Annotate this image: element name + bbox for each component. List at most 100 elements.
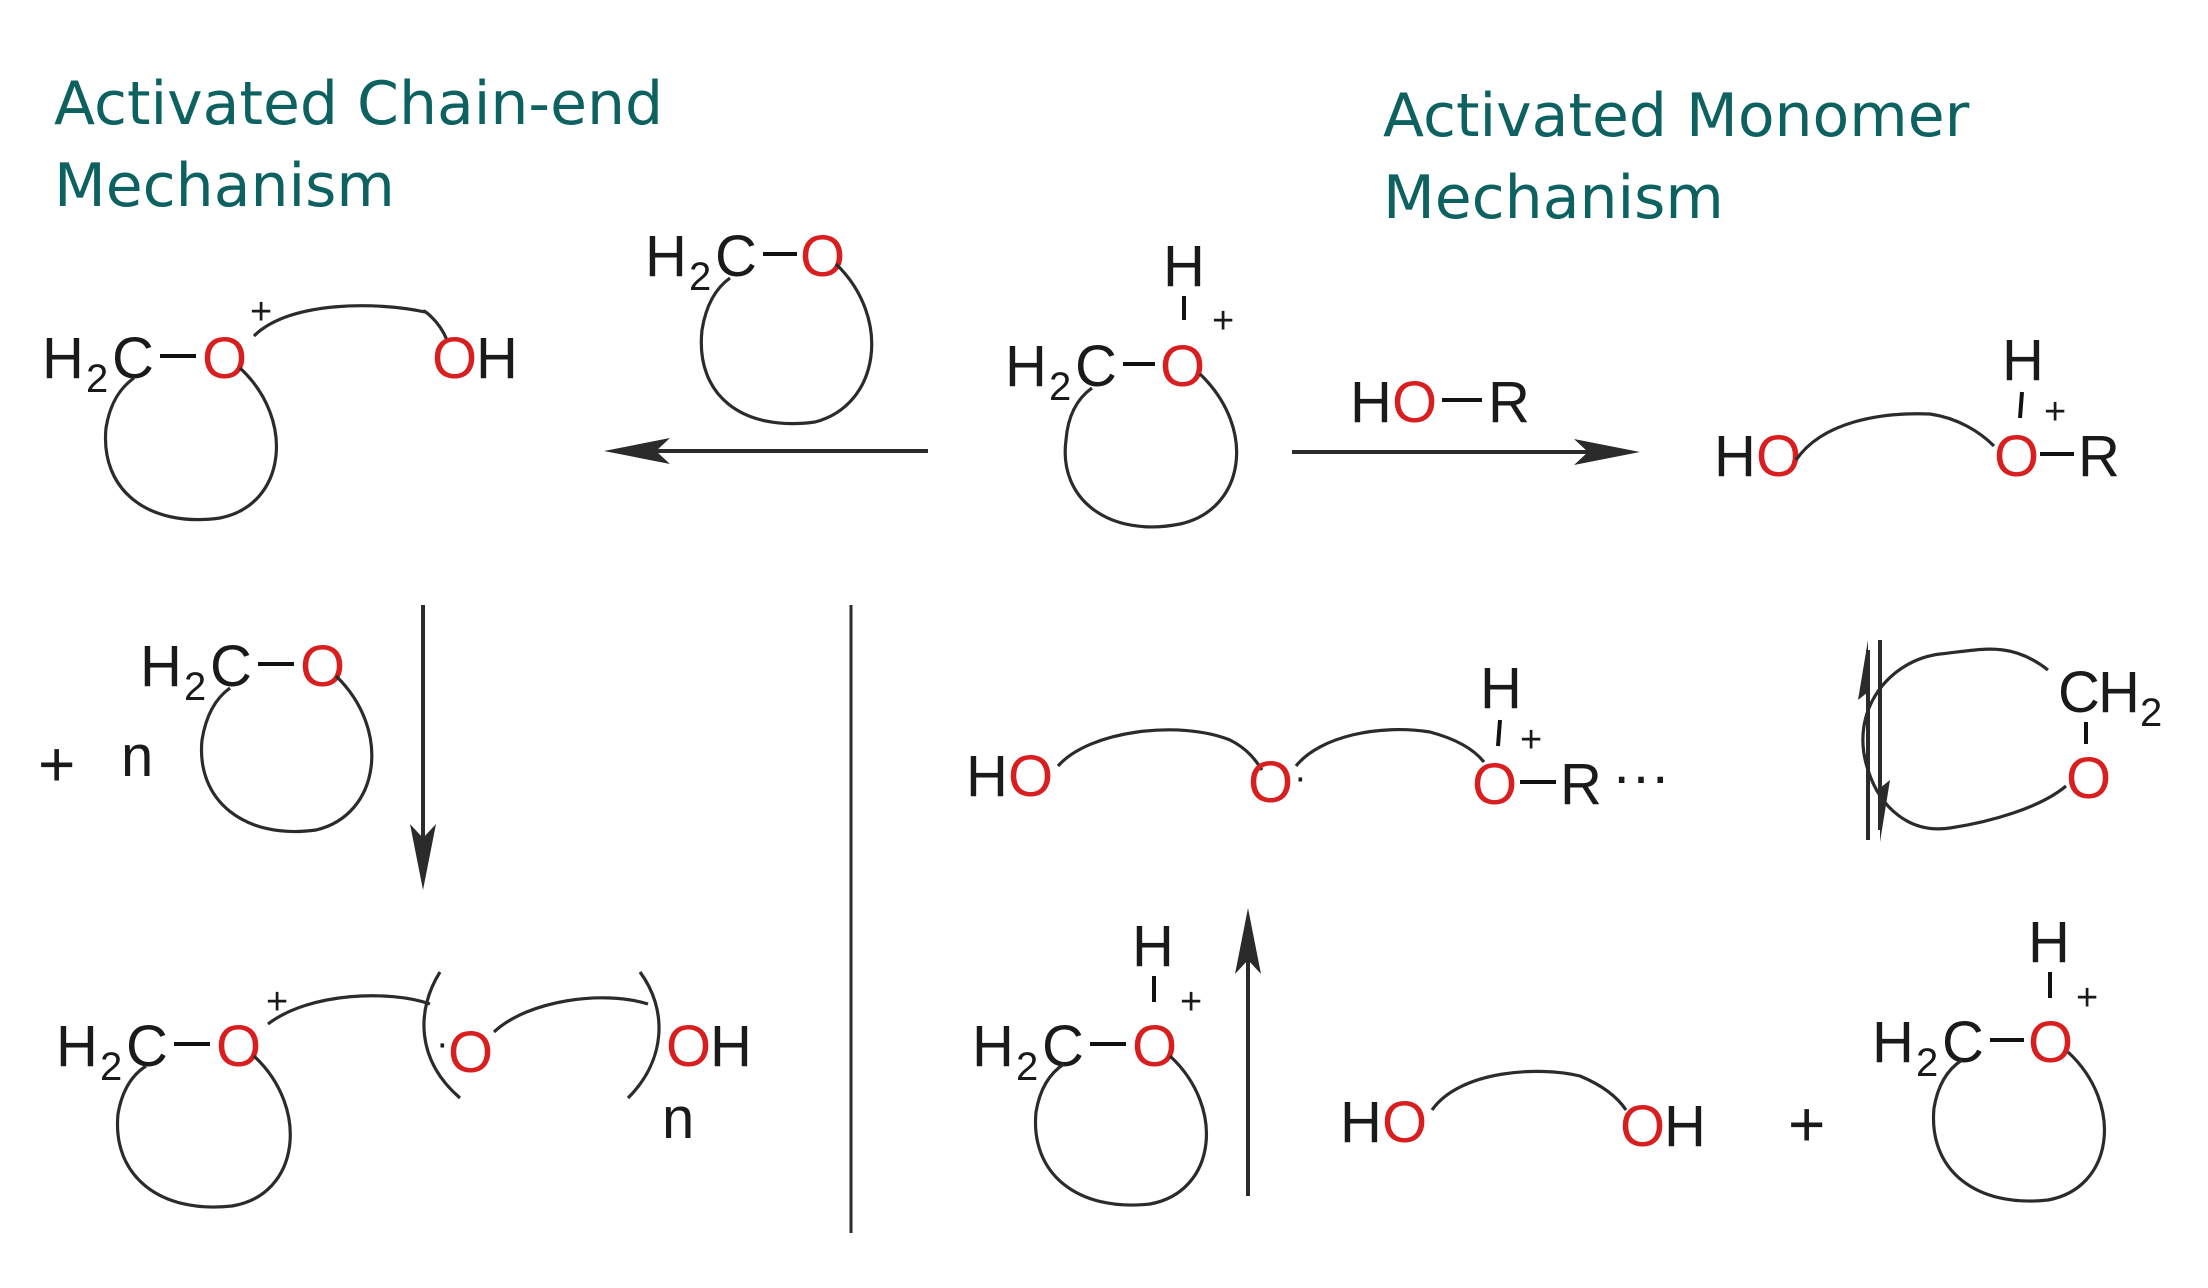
activated-alcohol-top: H O O H + R xyxy=(1714,328,2120,489)
subscript-2: 2 xyxy=(1016,1045,1038,1089)
arrow-head xyxy=(1235,908,1261,974)
protonated-monomer-bottom-left: H 2 C O H + xyxy=(972,914,1209,1207)
atom-h: H xyxy=(1340,1090,1382,1155)
subscript-2: 2 xyxy=(100,1045,122,1089)
atom-o-oxonium: O xyxy=(1994,424,2039,489)
atom-o-repeat: O xyxy=(448,1020,493,1085)
atom-c: C xyxy=(1042,1014,1084,1079)
arrow-down-head xyxy=(1880,780,1890,842)
subscript-2: 2 xyxy=(86,357,108,401)
continuation-dots: ··· xyxy=(1612,744,1670,809)
chain-bond-2 xyxy=(1294,728,1486,768)
bracket-left xyxy=(422,971,462,1100)
atom-o-terminal: O xyxy=(1008,744,1053,809)
atom-o-oxonium: O xyxy=(1472,752,1517,817)
atom-h: H xyxy=(2098,660,2140,725)
subscript-2: 2 xyxy=(2140,691,2162,735)
lone-pair-dot: · xyxy=(1294,757,1307,799)
charge-plus: + xyxy=(2044,391,2066,433)
atom-h: H xyxy=(140,634,182,699)
ring-bond xyxy=(199,674,374,833)
chain-bond xyxy=(1794,412,1996,461)
arrow-to-chain-end xyxy=(604,438,928,464)
atom-c: C xyxy=(1075,334,1117,399)
charge-plus: + xyxy=(2076,977,2098,1019)
atom-o: O xyxy=(2028,1010,2073,1075)
subscript-2: 2 xyxy=(1916,1041,1938,1085)
ring-bond xyxy=(1861,647,2068,831)
protonated-monomer-center: H 2 C O H + xyxy=(1005,234,1239,529)
atom-h: H xyxy=(1005,334,1047,399)
n-monomer-addition: + n H 2 C O xyxy=(38,634,374,833)
ring-bond xyxy=(115,1054,292,1209)
atom-c: C xyxy=(210,634,252,699)
polymer-chain-end: H 2 C O + O · O H n xyxy=(56,971,752,1209)
atom-h: H xyxy=(972,1014,1014,1079)
atom-c: C xyxy=(715,224,757,289)
atom-c: C xyxy=(1942,1010,1984,1075)
repeat-n: n xyxy=(662,1086,694,1151)
charge-plus: + xyxy=(250,291,272,333)
atom-o: O xyxy=(1132,1014,1177,1079)
heading-right-line2: Mechanism xyxy=(1383,163,1724,233)
atom-c: C xyxy=(126,1014,168,1079)
atom-r: R xyxy=(2078,424,2120,489)
heading-activated-chain-end: Activated Chain-end Mechanism xyxy=(54,69,663,221)
bond-o-h xyxy=(2018,391,2024,419)
atom-h-hydroxyl: H xyxy=(476,326,518,391)
atom-o-hydroxyl: O xyxy=(432,326,477,391)
subscript-2: 2 xyxy=(1049,365,1071,409)
repeat-n: n xyxy=(121,724,153,789)
chain-bond-2 xyxy=(492,996,649,1034)
plus-sign: + xyxy=(1788,1088,1825,1160)
atom-o: O xyxy=(1392,370,1437,435)
atom-o: O xyxy=(202,326,247,391)
atom-c: C xyxy=(2058,660,2100,725)
heading-right-line1: Activated Monomer xyxy=(1383,81,1970,151)
ring-bond xyxy=(1063,372,1239,529)
arrow-head xyxy=(410,824,436,890)
arrow-propagation-down xyxy=(410,605,436,890)
atom-h-top: H xyxy=(1132,914,1174,979)
atom-h: H xyxy=(1714,424,1756,489)
chain-end-species-top: H 2 C O + O H xyxy=(42,291,518,522)
atom-r: R xyxy=(1488,370,1530,435)
atom-h-right: H xyxy=(1664,1094,1706,1159)
atom-c: C xyxy=(112,326,154,391)
arrow-chain-growth-up xyxy=(1235,908,1261,1196)
atom-r: R xyxy=(1560,752,1602,817)
ring-bond xyxy=(1931,1050,2107,1203)
bracket-right xyxy=(626,971,661,1100)
atom-o: O xyxy=(1756,424,1801,489)
monomer-top: H 2 C O xyxy=(645,224,874,426)
ring-bond xyxy=(1033,1054,1209,1207)
arrow-head xyxy=(1574,439,1640,465)
atom-o-hydroxyl: O xyxy=(666,1014,711,1079)
atom-h-top: H xyxy=(1163,234,1205,299)
atom-h: H xyxy=(966,744,1008,809)
atom-o: O xyxy=(216,1014,261,1079)
heading-left-line1: Activated Chain-end xyxy=(54,69,663,139)
charge-plus: + xyxy=(1212,300,1234,342)
atom-o-right: O xyxy=(1620,1094,1665,1159)
diol: H O O H xyxy=(1340,1069,1706,1159)
atom-h-hydroxyl: H xyxy=(710,1014,752,1079)
subscript-2: 2 xyxy=(184,665,206,709)
atom-h-top: H xyxy=(2002,328,2044,393)
subscript-2: 2 xyxy=(689,255,711,299)
arrow-up-head xyxy=(1858,640,1868,700)
atom-o-ether: O xyxy=(1248,750,1293,815)
chain-bond-1 xyxy=(267,994,431,1026)
atom-h-top: H xyxy=(2028,910,2070,975)
atom-o: O xyxy=(800,224,845,289)
atom-h: H xyxy=(1872,1010,1914,1075)
charge-plus: + xyxy=(266,981,288,1023)
atom-o: O xyxy=(300,634,345,699)
atom-o: O xyxy=(1160,334,1205,399)
atom-o-left: O xyxy=(1382,1090,1427,1155)
atom-h: H xyxy=(56,1014,98,1079)
ring-bond xyxy=(103,366,279,522)
atom-h: H xyxy=(42,326,84,391)
charge-plus: + xyxy=(1180,981,1202,1023)
